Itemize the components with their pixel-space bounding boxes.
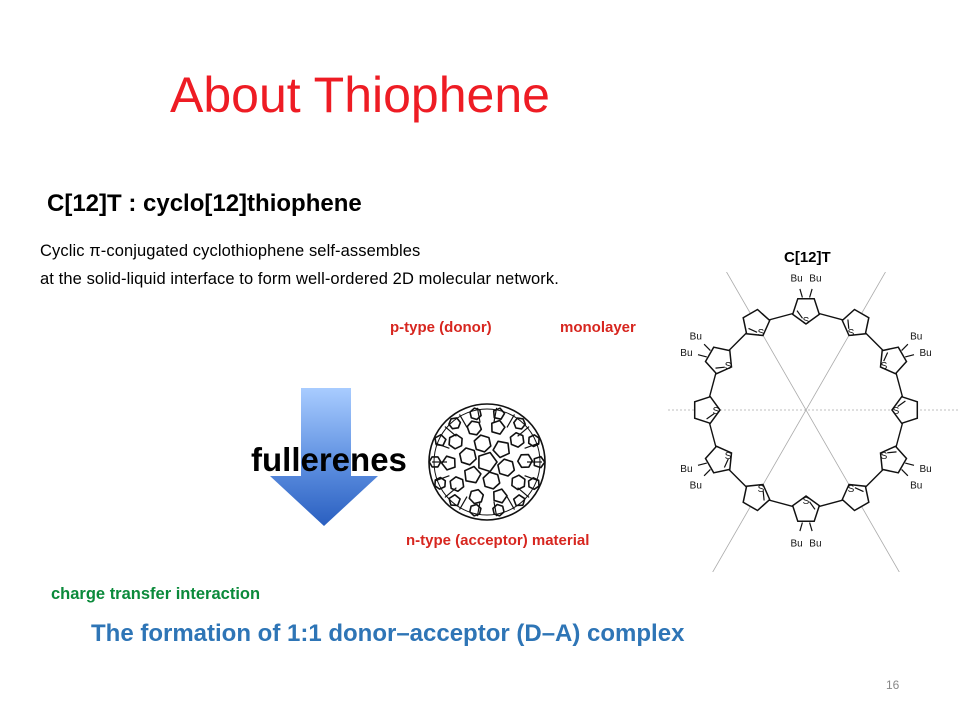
slide-subtitle: C[12]T : cyclo[12]thiophene [47,190,362,217]
svg-text:Bu: Bu [690,481,702,492]
svg-text:S: S [893,406,900,417]
svg-text:Bu: Bu [809,273,821,284]
svg-text:Bu: Bu [680,348,692,359]
svg-text:S: S [758,484,765,495]
formation-label: The formation of 1:1 donor–acceptor (D–A… [91,620,685,647]
down-arrow-icon [270,388,378,526]
ntype-label: n-type (acceptor) material [406,532,590,549]
svg-text:S: S [725,451,732,462]
svg-text:S: S [848,328,855,339]
svg-text:Bu: Bu [790,539,802,550]
slide-title: About Thiophene [170,67,550,123]
svg-text:Bu: Bu [690,332,702,343]
svg-text:S: S [848,484,855,495]
fullerene-c60-icon [428,403,546,521]
page-number: 16 [886,678,900,692]
svg-text:Bu: Bu [910,481,922,492]
svg-text:S: S [881,451,888,462]
monolayer-label: monolayer [560,319,636,336]
svg-text:Bu: Bu [919,464,931,475]
description-line-1: Cyclic π-conjugated cyclothiophene self-… [40,242,421,260]
svg-text:S: S [881,361,888,372]
svg-text:S: S [758,328,765,339]
svg-text:S: S [803,496,810,507]
svg-text:Bu: Bu [919,348,931,359]
svg-text:Bu: Bu [809,539,821,550]
description-line-2: at the solid-liquid interface to form we… [40,270,559,288]
svg-text:S: S [725,361,732,372]
charge-transfer-label: charge transfer interaction [51,585,261,603]
fullerenes-label: fullerenes [251,441,407,478]
svg-text:S: S [803,316,810,327]
svg-text:Bu: Bu [790,273,802,284]
ptype-label: p-type (donor) [390,319,492,336]
c12t-label: C[12]T [784,249,831,266]
svg-text:Bu: Bu [680,464,692,475]
svg-text:Bu: Bu [910,332,922,343]
svg-text:S: S [713,406,720,417]
